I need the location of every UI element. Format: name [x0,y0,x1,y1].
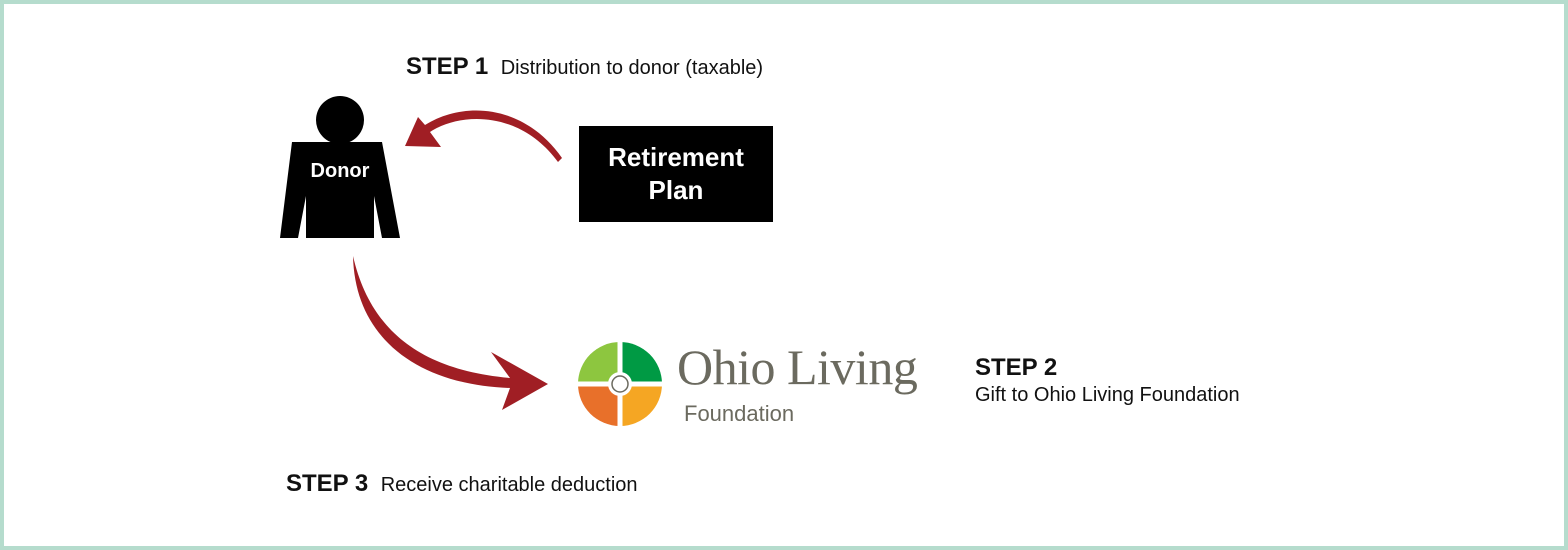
step-3-label: STEP 3 Receive charitable deduction [286,470,638,498]
retirement-plan-label-line1: Retirement [608,142,744,172]
step-3-number: STEP 3 [286,470,369,497]
step-2-number: STEP 2 [975,354,1058,381]
ohio-living-logo-icon [578,342,662,426]
donor-label: Donor [310,160,370,182]
retirement-plan-label-line2: Plan [648,175,704,205]
step-1-description: Distribution to donor (taxable) [500,57,764,79]
step-2-label: STEP 2 Gift to Ohio Living Foundation [975,354,1240,407]
step-1-number: STEP 1 [406,53,489,80]
retirement-plan-box: Retirement Plan [579,126,773,222]
foundation-name: Ohio Living [677,339,918,395]
donor-person-icon [280,96,400,238]
step-2-description: Gift to Ohio Living Foundation [975,384,1240,406]
foundation-subtitle: Foundation [684,401,795,426]
step-3-description: Receive charitable deduction [380,474,638,496]
step-1-label: STEP 1 Distribution to donor (taxable) [406,53,763,81]
